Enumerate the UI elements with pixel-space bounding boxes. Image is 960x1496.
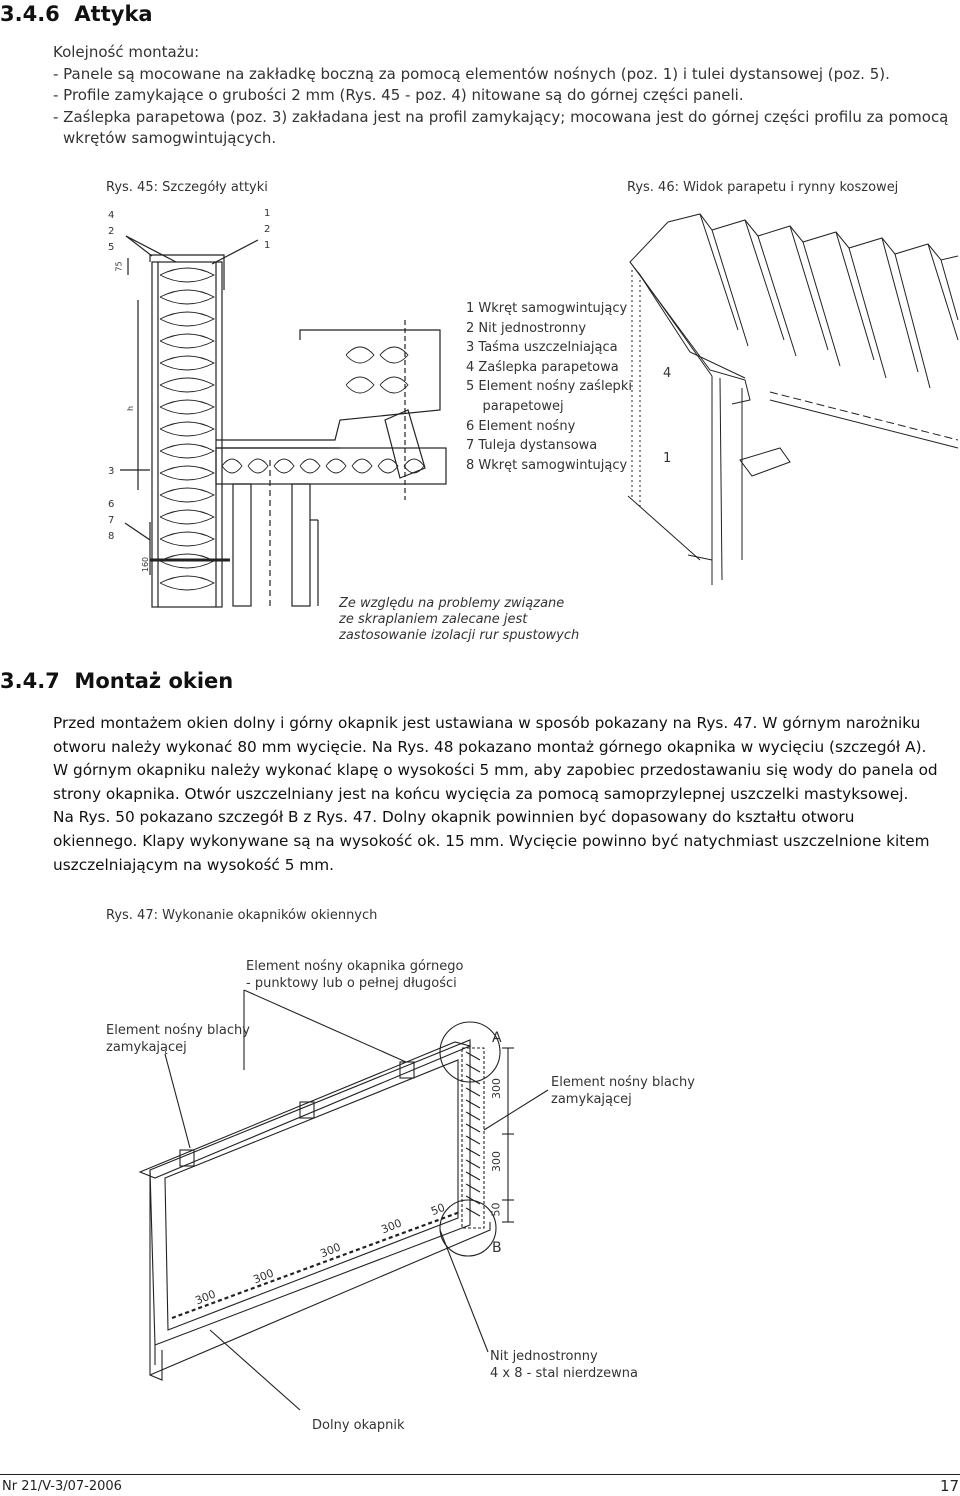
fig46-parapet-gutter-drawing — [627, 213, 959, 585]
footer-rule — [0, 1474, 960, 1475]
para-line: okiennego. Klapy wykonywane są na wysoko… — [53, 831, 930, 850]
label: 1 — [264, 240, 271, 251]
dim-vertical: 50 — [489, 1202, 503, 1217]
label: 4 — [108, 210, 115, 221]
para-line: Na Rys. 50 pokazano szczegół B z Rys. 47… — [53, 808, 855, 827]
label: 6 — [108, 499, 115, 510]
page-number: 17 — [940, 1477, 960, 1495]
legend-item: 7 Tuleja dystansowa — [466, 438, 598, 454]
note-line: - punktowy lub o pełnej długości — [246, 976, 457, 991]
para-line: otworu należy wykonać 80 mm wycięcie. Na… — [53, 737, 927, 756]
fig45-right-labels: 1 2 1 — [264, 206, 270, 254]
fig46-caption: Rys. 46: Widok parapetu i rynny koszowej — [627, 180, 899, 195]
assembly-order: Kolejność montażu: - Panele są mocowane … — [53, 42, 958, 150]
intro-line: - Zaślepka parapetowa (poz. 3) zakładana… — [53, 107, 949, 126]
footer-doc-code: Nr 21/V-3/07-2006 — [2, 1479, 122, 1494]
para-line: W górnym okapniku należy wykonać klapę o… — [53, 761, 938, 780]
fig45-bottom-labels: 6 7 8 — [108, 497, 114, 545]
label-3: 3 — [108, 466, 115, 477]
intro-line: - Panele są mocowane na zakładkę boczną … — [53, 64, 890, 83]
para-line: Przed montażem okien dolny i górny okapn… — [53, 714, 921, 732]
section-title: Attyka — [74, 2, 153, 26]
fig45-left-labels: 4 2 5 — [108, 208, 114, 256]
note-line: Ze względu na problemy związane — [339, 596, 565, 611]
fig46-label-4: 4 — [663, 366, 672, 381]
rivet-note: Nit jednostronny 4 x 8 - stal nierdzewna — [490, 1348, 638, 1382]
note-line: zamykającej — [551, 1092, 632, 1107]
note-line: 4 x 8 - stal nierdzewna — [490, 1366, 638, 1381]
bottom-drip-note: Dolny okapnik — [312, 1418, 405, 1433]
label: 2 — [264, 224, 271, 235]
dim-vertical: 300 — [490, 1151, 503, 1172]
section-heading-attyka: 3.4.6 Attyka — [0, 2, 153, 26]
para-line: strony okapnika. Otwór uszczelniany jest… — [53, 784, 909, 803]
para-line: uszczelniającym na wysokość 5 mm. — [53, 855, 334, 874]
note-line: Element nośny blachy — [106, 1023, 250, 1038]
intro-line: - Profile zamykające o grubości 2 mm (Ry… — [53, 86, 744, 104]
fig46-label-1: 1 — [663, 451, 672, 466]
condensation-note: Ze względu na problemy związane ze skrap… — [339, 596, 579, 644]
intro-line: wkrętów samogwintujących. — [63, 129, 277, 147]
fig47-caption: Rys. 47: Wykonanie okapników okiennych — [106, 908, 378, 923]
legend-item: 1 Wkręt samogwintujący — [466, 301, 628, 316]
legend-item: parapetowej — [466, 398, 564, 414]
note-line: ze skraplaniem zalecane jest — [339, 612, 528, 627]
label: 5 — [108, 242, 115, 253]
note-line: Element nośny blachy — [551, 1075, 695, 1090]
fig45-legend: 1 Wkręt samogwintujący 2 Nit jednostronn… — [466, 301, 632, 477]
right-closing-sheet-note: Element nośny blachy zamykającej — [551, 1074, 695, 1108]
note-line: zamykającej — [106, 1040, 187, 1055]
section-title: Montaż okien — [74, 669, 234, 693]
label: 1 — [264, 208, 271, 219]
note-line: Nit jednostronny — [490, 1349, 598, 1364]
legend-item: 5 Element nośny zaślepki — [466, 379, 632, 395]
window-installation-paragraph: Przed montażem okien dolny i górny okapn… — [53, 712, 958, 877]
legend-item: 4 Zaślepka parapetowa — [466, 359, 619, 375]
section-heading-okna: 3.4.7 Montaż okien — [0, 669, 233, 693]
legend-item: 6 Element nośny — [466, 418, 576, 434]
label: 8 — [108, 531, 115, 542]
left-closing-sheet-note: Element nośny blachy zamykającej — [106, 1022, 250, 1056]
top-drip-carrier-note: Element nośny okapnika górnego - punktow… — [246, 958, 463, 992]
label: 2 — [108, 226, 115, 237]
section-number: 3.4.6 — [0, 2, 60, 26]
section-number: 3.4.7 — [0, 669, 60, 693]
legend-item: 2 Nit jednostronny — [466, 320, 587, 336]
dim-vertical: 300 — [490, 1078, 503, 1099]
note-line: Element nośny okapnika górnego — [246, 959, 464, 974]
detail-label-b: B — [492, 1240, 502, 1256]
label: 7 — [108, 515, 115, 526]
fig45-caption: Rys. 45: Szczegóły attyki — [106, 180, 268, 195]
intro-line: Kolejność montażu: — [53, 43, 200, 61]
note-line: zastosowanie izolacji rur spustowych — [339, 628, 580, 643]
legend-item: 8 Wkręt samogwintujący — [466, 457, 628, 473]
detail-label-a: A — [492, 1030, 502, 1046]
legend-item: 3 Taśma uszczelniająca — [466, 340, 618, 356]
fig45-attic-detail-drawing — [120, 235, 447, 608]
